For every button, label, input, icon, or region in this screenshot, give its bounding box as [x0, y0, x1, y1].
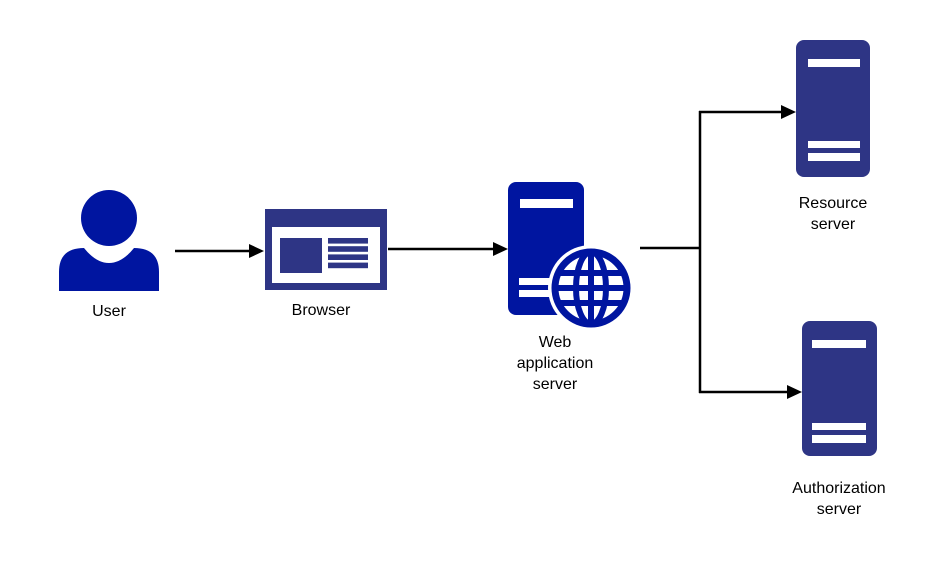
authorization-server-label: Authorization server — [792, 480, 886, 518]
web-application-server-label: Web application server — [516, 334, 594, 393]
user-icon — [59, 190, 159, 291]
browser-text-lines — [328, 238, 368, 269]
edge-browser-webserver — [388, 242, 508, 256]
server-icon — [796, 40, 870, 177]
user-label: User — [92, 303, 126, 320]
browser-icon — [265, 209, 387, 290]
arrowhead-icon — [249, 244, 264, 258]
edge-branch-authorization — [699, 385, 802, 399]
browser-label: Browser — [291, 302, 351, 319]
edge-branch-resource — [699, 105, 796, 119]
resource-server-label: Resource server — [798, 195, 868, 233]
edge-webserver-branch — [640, 111, 702, 393]
server-globe-icon — [508, 182, 634, 331]
edge-user-browser — [175, 244, 264, 258]
globe-icon — [548, 245, 634, 331]
server-icon — [802, 321, 877, 456]
